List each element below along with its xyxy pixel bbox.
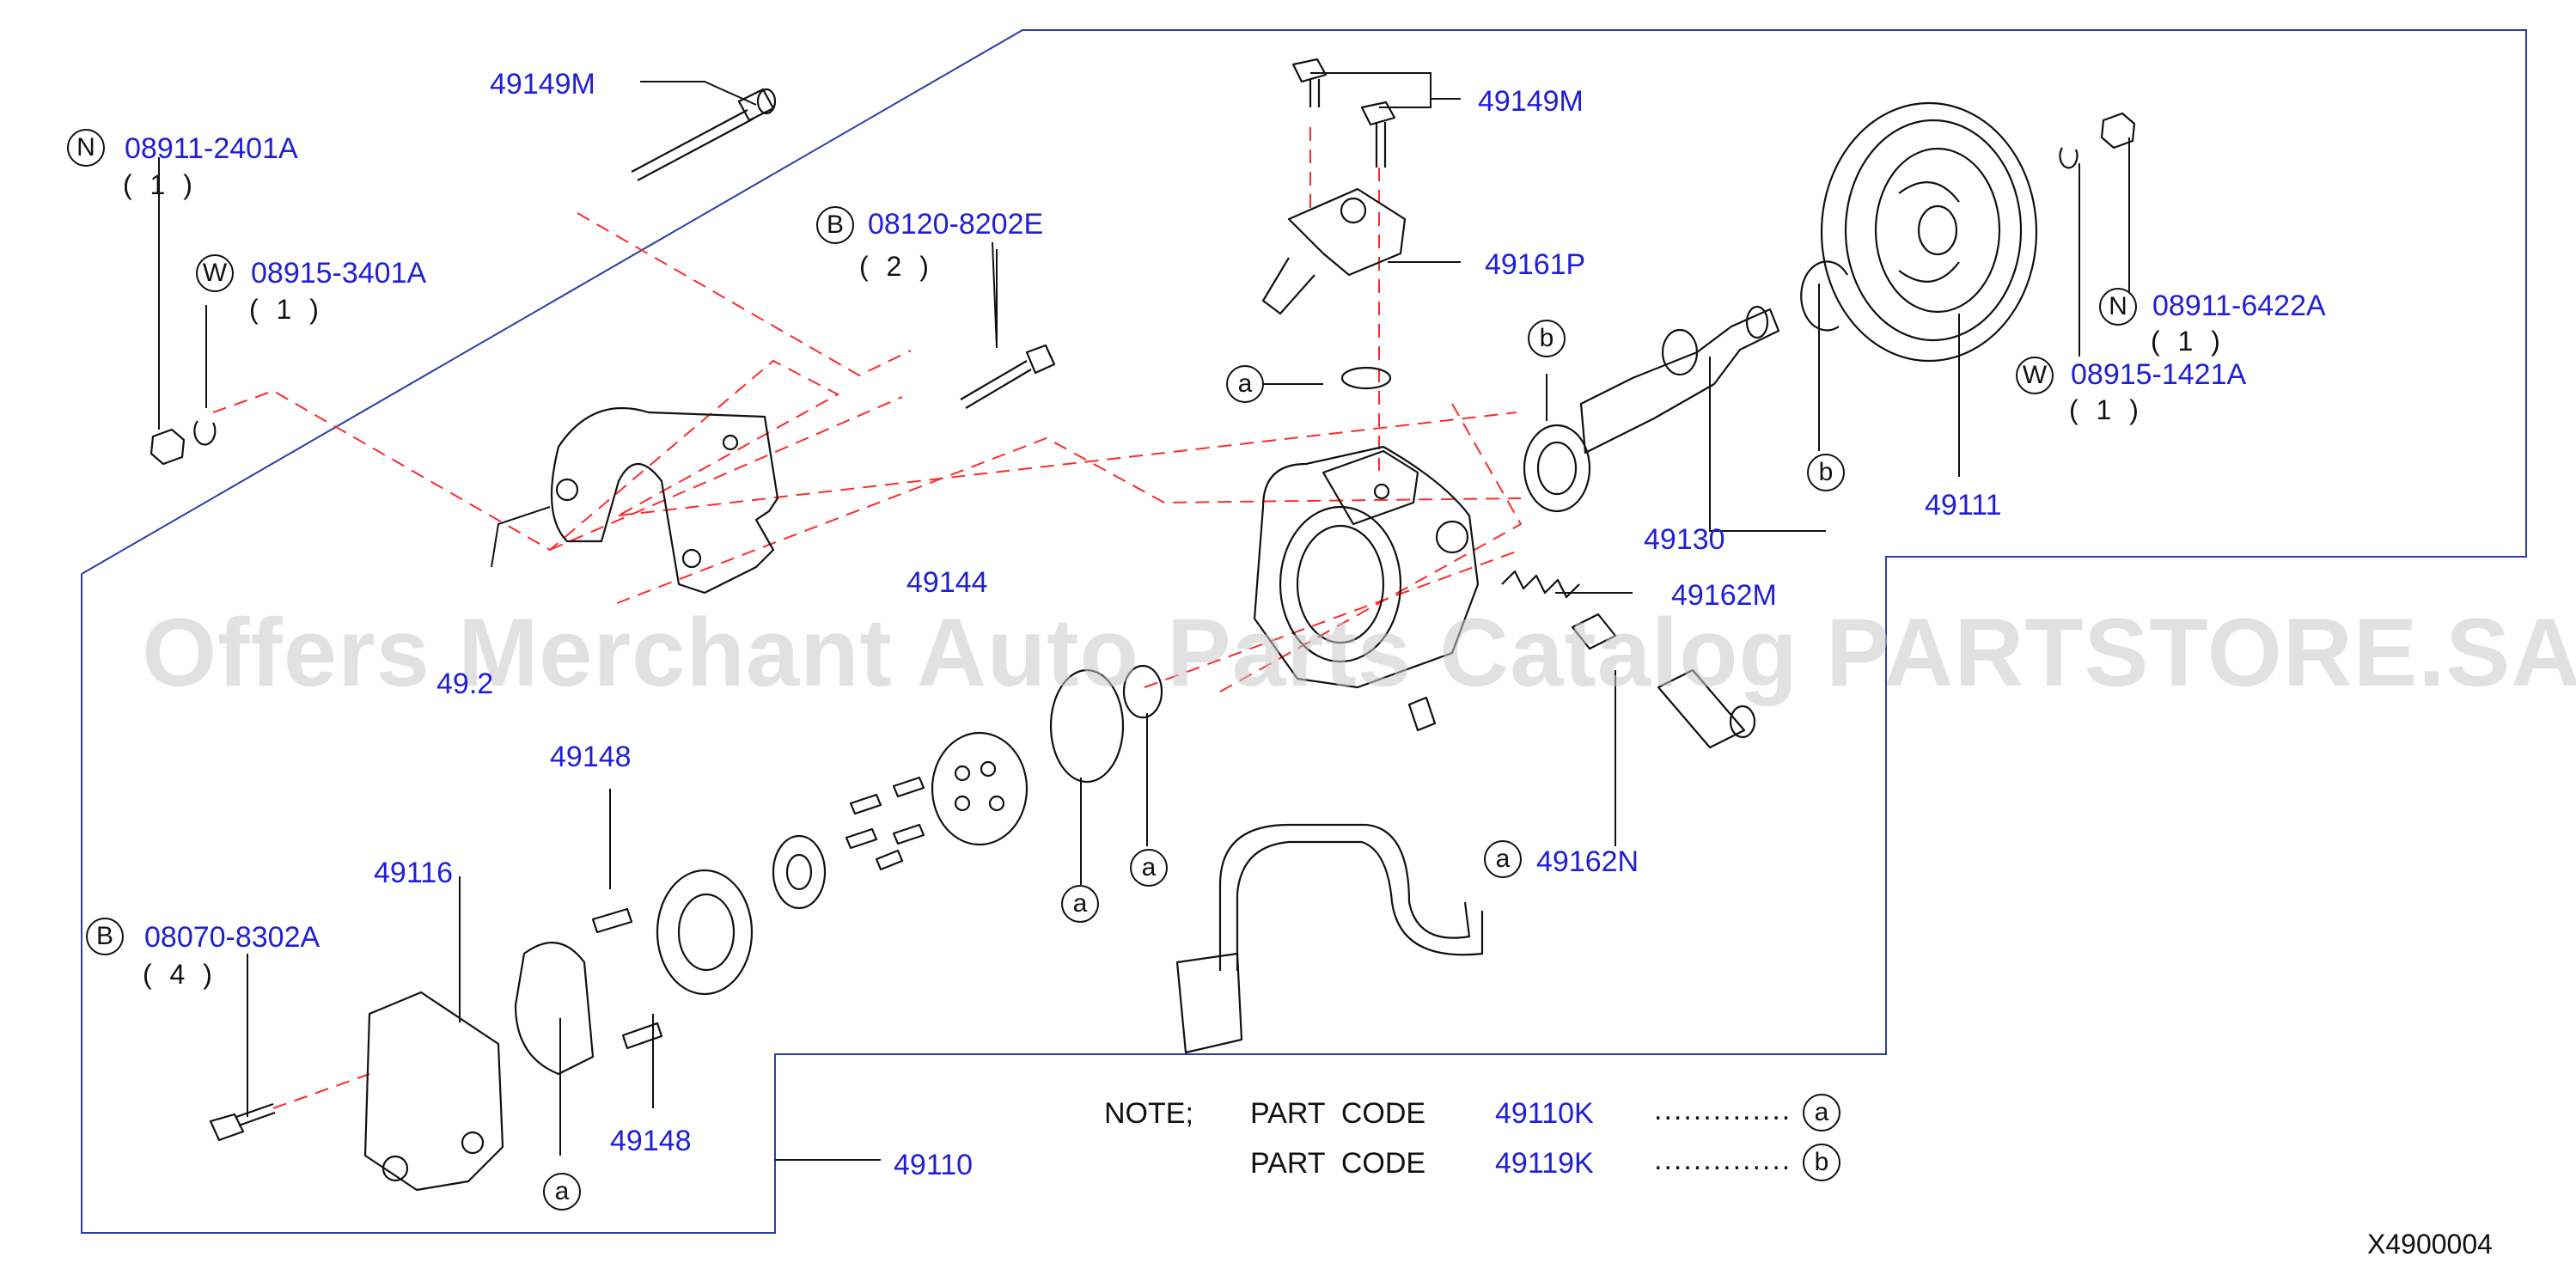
part-drawings <box>150 58 2136 1192</box>
long-bolt <box>631 88 777 181</box>
note-label: NOTE; <box>1104 1097 1193 1130</box>
cover-gasket <box>514 942 595 1076</box>
leader-lines <box>158 72 2130 1161</box>
washer-right <box>2059 147 2079 169</box>
note-row-2-text: PART CODE <box>1250 1147 1426 1180</box>
top-bolts <box>1291 58 1396 168</box>
label-49148-top[interactable]: 49148 <box>550 741 632 773</box>
label-bracket[interactable]: 49.2 <box>436 668 494 700</box>
qty-08915-3401a: ( 1 ) <box>249 294 324 325</box>
snap-ring <box>1800 260 1848 332</box>
label-49148-bottom[interactable]: 49148 <box>610 1125 692 1157</box>
shaft <box>1579 305 1780 454</box>
pump-body <box>1253 445 1480 689</box>
note-row-1-text: PART CODE <box>1250 1097 1426 1130</box>
pin-top <box>591 907 633 934</box>
valve <box>1407 613 1756 749</box>
label-49162m[interactable]: 49162M <box>1671 579 1777 612</box>
hose <box>1175 823 1484 1054</box>
prefix-b-cover: B <box>86 918 124 955</box>
mark-a-oring: a <box>1130 849 1168 887</box>
mark-b-seal: b <box>1528 320 1566 357</box>
assembly-outline <box>81 29 2527 1234</box>
label-08120-8202e[interactable]: 08120-8202E <box>868 208 1044 241</box>
note-row-1-dots: .............. <box>1654 1094 1792 1126</box>
mark-b-snap: b <box>1807 454 1845 491</box>
rotor <box>772 834 827 910</box>
label-49130[interactable]: 49130 <box>1644 523 1725 556</box>
diagram-id: X4900004 <box>2367 1229 2493 1260</box>
note-row-1-mark: a <box>1803 1094 1840 1132</box>
label-49149m-left[interactable]: 49149M <box>490 68 595 101</box>
label-08911-2401a[interactable]: 08911-2401A <box>125 132 298 165</box>
qty-08911-6422a: ( 1 ) <box>2151 326 2225 357</box>
bracket <box>550 406 779 595</box>
qty-08070-8302a: ( 4 ) <box>143 959 217 990</box>
prefix-w-right: W <box>2016 357 2054 394</box>
prefix-w-left: W <box>196 254 234 292</box>
mark-a-oring-top: a <box>1226 365 1264 403</box>
seal-ring <box>1523 424 1591 513</box>
note-row-2-mark: b <box>1803 1144 1840 1181</box>
plate <box>931 731 1029 846</box>
label-49161p[interactable]: 49161P <box>1485 248 1586 281</box>
label-08915-3401a[interactable]: 08915-3401A <box>251 257 427 290</box>
bracket-bolt <box>960 344 1056 409</box>
label-49116[interactable]: 49116 <box>374 857 454 889</box>
mark-a-valve: a <box>1484 840 1522 878</box>
label-49144[interactable]: 49144 <box>906 566 988 599</box>
vanes <box>845 776 925 871</box>
label-49111[interactable]: 49111 <box>1925 489 2002 522</box>
note-row-2-code[interactable]: 49119K <box>1495 1147 1594 1180</box>
nut-left <box>150 428 186 466</box>
nut-right <box>2100 112 2136 149</box>
mark-a-cover-gasket: a <box>543 1173 581 1211</box>
qty-08915-1421a: ( 1 ) <box>2069 394 2144 425</box>
label-08915-1421a[interactable]: 08915-1421A <box>2071 358 2247 391</box>
note-row-2-dots: .............. <box>1654 1144 1792 1176</box>
cam-ring <box>656 869 754 996</box>
label-08070-8302a[interactable]: 08070-8302A <box>144 921 320 954</box>
washer-left <box>193 420 217 446</box>
prefix-n-right: N <box>2099 288 2137 326</box>
pin-bottom <box>621 1022 663 1050</box>
label-08911-6422a[interactable]: 08911-6422A <box>2152 290 2326 322</box>
oring <box>1122 664 1163 719</box>
qty-08120-8202e: ( 2 ) <box>859 251 934 282</box>
label-49110[interactable]: 49110 <box>894 1149 974 1181</box>
cover <box>363 991 504 1192</box>
prefix-b-bracket: B <box>816 206 854 244</box>
note-row-1-code[interactable]: 49110K <box>1495 1097 1594 1130</box>
cover-bolt <box>209 1102 276 1142</box>
qty-08911-2401a: ( 1 ) <box>123 169 198 200</box>
spring <box>1501 570 1580 599</box>
gasket <box>1049 668 1125 784</box>
connector <box>1261 187 1407 390</box>
pulley <box>1820 101 2038 363</box>
label-49149m-top[interactable]: 49149M <box>1478 85 1584 118</box>
prefix-n-left: N <box>67 129 105 167</box>
label-49162n[interactable]: 49162N <box>1536 845 1639 878</box>
mark-a-gasket: a <box>1061 885 1099 923</box>
